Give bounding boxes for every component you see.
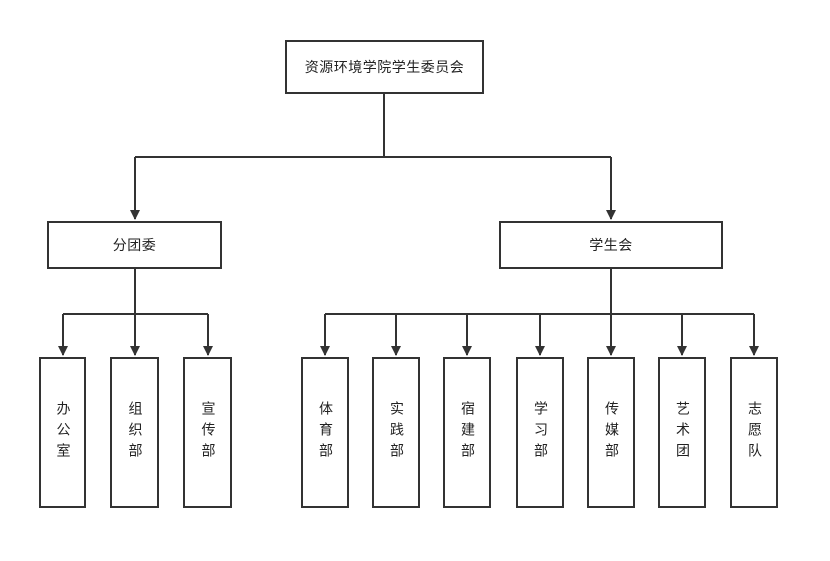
- child-node-2-7-label: 志愿队: [746, 401, 762, 464]
- child-node-2-2: 实践部: [372, 357, 420, 508]
- root-node-label: 资源环境学院学生委员会: [304, 60, 465, 76]
- branch-node-1-label: 分团委: [112, 238, 157, 254]
- child-node-1-2: 组织部: [110, 357, 159, 508]
- child-node-1-2-label: 组织部: [126, 401, 143, 464]
- child-node-2-7: 志愿队: [730, 357, 778, 508]
- child-node-1-1-label: 办公室: [54, 401, 71, 464]
- branch-node-2-label: 学生会: [589, 238, 633, 254]
- child-node-2-1: 体育部: [301, 357, 349, 508]
- child-node-2-2-label: 实践部: [388, 401, 404, 464]
- child-node-2-4-label: 学习部: [532, 401, 548, 464]
- child-node-2-6-label: 艺术团: [674, 401, 690, 464]
- child-node-2-1-label: 体育部: [317, 401, 333, 464]
- child-node-2-6: 艺术团: [658, 357, 706, 508]
- branch-node-1: 分团委: [47, 221, 222, 269]
- child-node-2-3: 宿建部: [443, 357, 491, 508]
- child-node-1-3-label: 宣传部: [199, 401, 216, 464]
- child-node-2-5-label: 传媒部: [603, 401, 619, 464]
- child-node-1-3: 宣传部: [183, 357, 232, 508]
- child-node-2-5: 传媒部: [587, 357, 635, 508]
- child-node-1-1: 办公室: [39, 357, 86, 508]
- root-node: 资源环境学院学生委员会: [285, 40, 484, 94]
- child-node-2-3-label: 宿建部: [459, 401, 475, 464]
- branch-node-2: 学生会: [499, 221, 723, 269]
- child-node-2-4: 学习部: [516, 357, 564, 508]
